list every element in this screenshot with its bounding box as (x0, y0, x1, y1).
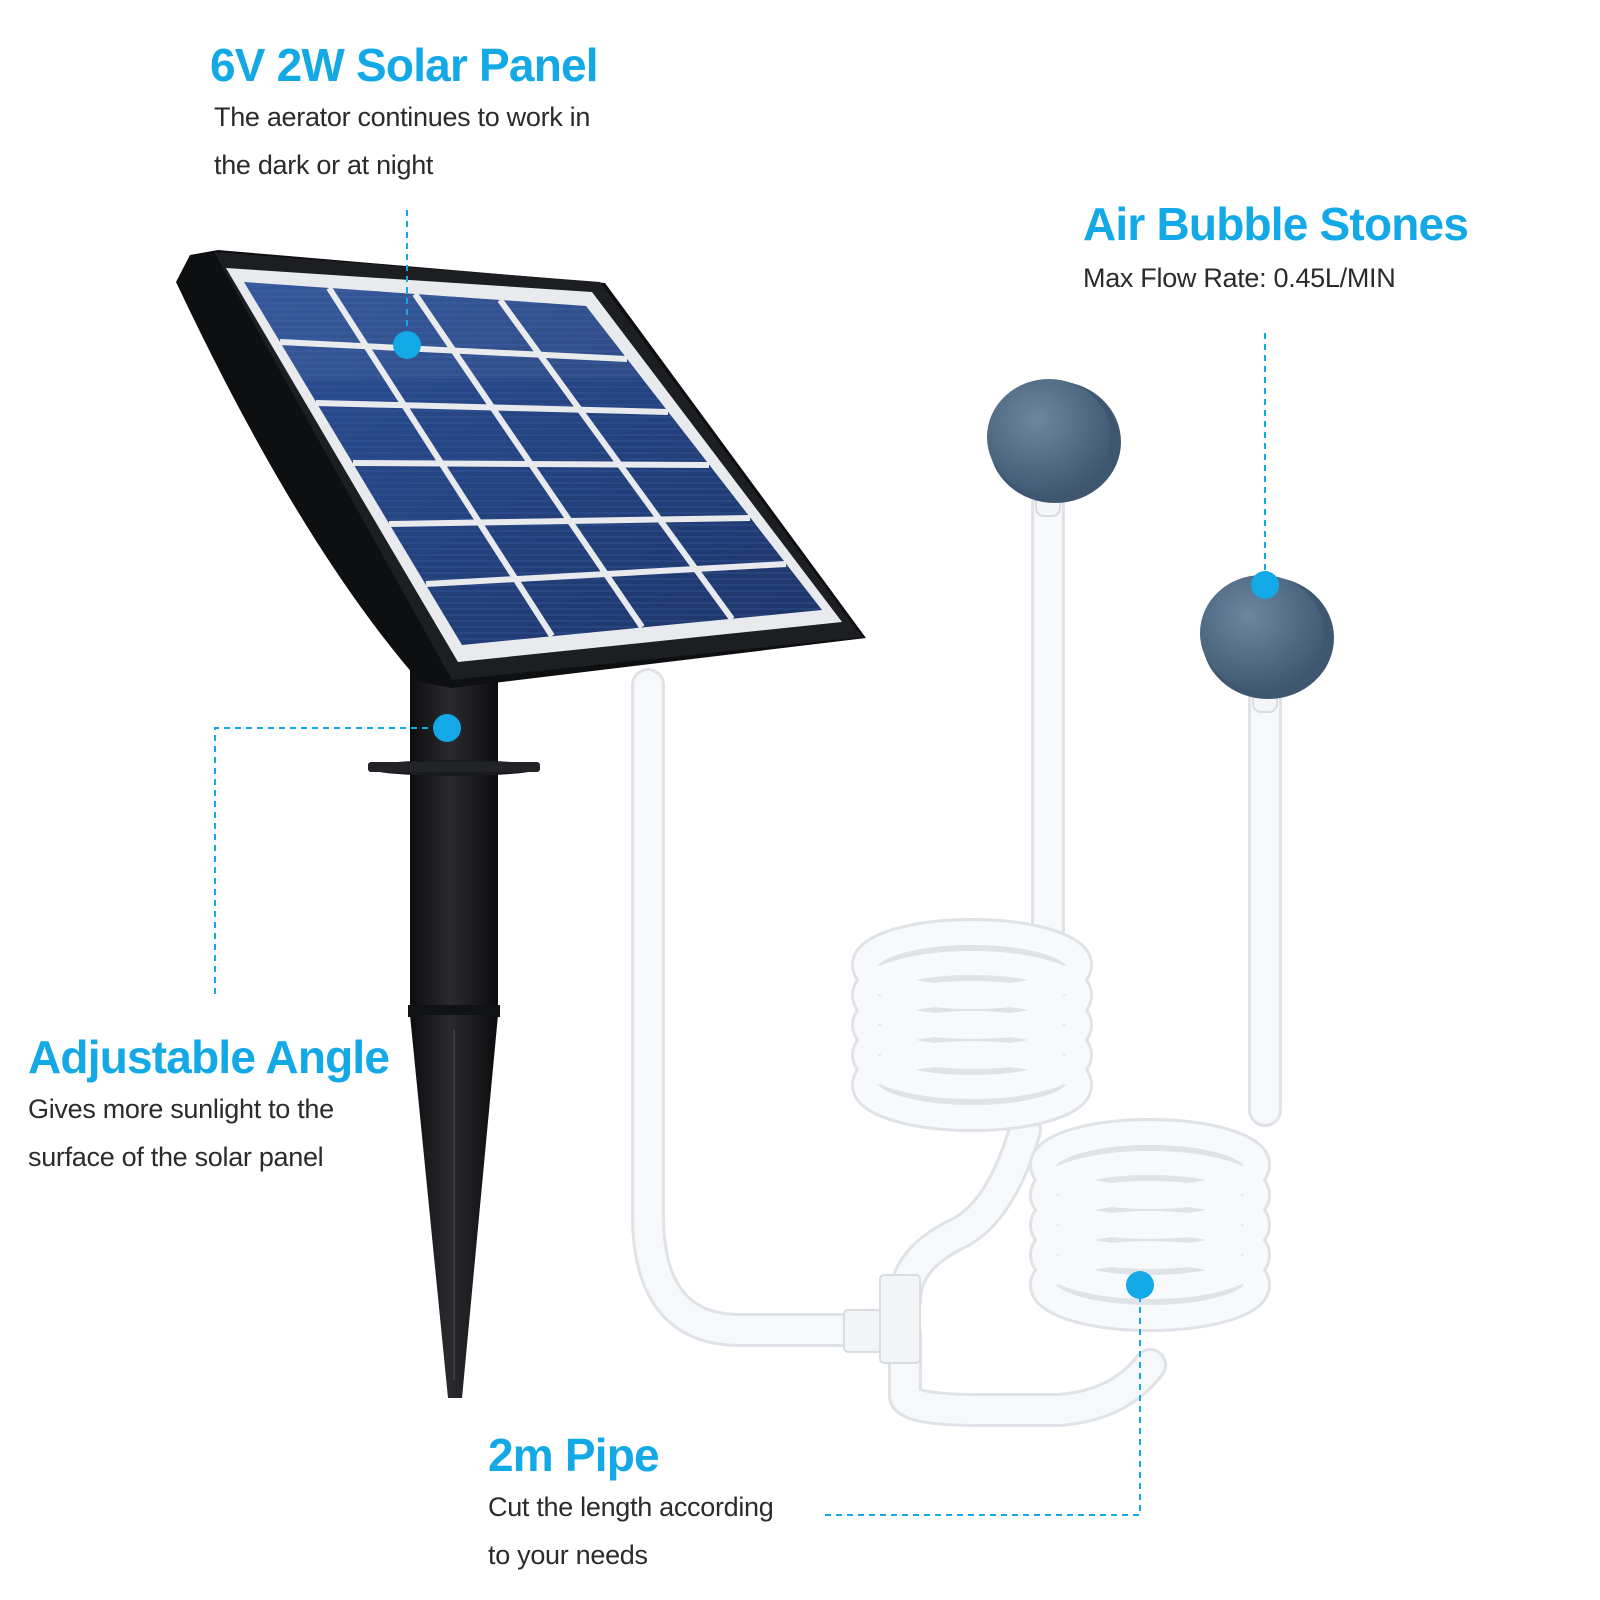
angle-marker-dot (433, 714, 461, 742)
air-tube (631, 488, 1282, 1427)
solar-panel-desc-line1: The aerator continues to work in (214, 102, 591, 133)
t-connector (843, 1274, 921, 1364)
callout-air-stones: Air Bubble Stones Max Flow Rate: 0.45L/M… (1083, 197, 1553, 302)
tube-coil-2 (1029, 1118, 1271, 1332)
ground-stake (368, 650, 540, 1398)
adjustable-angle-title: Adjustable Angle (28, 1031, 390, 1083)
air-stone-1 (987, 379, 1121, 517)
panel-marker-dot (393, 331, 421, 359)
tube-coil-1 (851, 918, 1093, 1132)
solar-panel-title: 6V 2W Solar Panel (210, 39, 599, 91)
solar-panel-desc-line2: the dark or at night (214, 150, 434, 181)
callout-adjustable-angle: Adjustable Angle Gives more sunlight to … (28, 1030, 428, 1181)
air-stones-title: Air Bubble Stones (1083, 198, 1469, 250)
pipe-title: 2m Pipe (488, 1429, 660, 1481)
pipe-desc-line2: to your needs (488, 1540, 648, 1571)
callout-pipe: 2m Pipe Cut the length according to your… (488, 1428, 868, 1579)
solar-panel (176, 250, 866, 688)
pipe-marker-dot (1126, 1271, 1154, 1299)
marker-dots (393, 331, 1279, 1299)
callout-solar-panel: 6V 2W Solar Panel The aerator continues … (210, 38, 670, 189)
air-stone-2 (1200, 575, 1334, 713)
adjustable-angle-desc-line1: Gives more sunlight to the (28, 1094, 334, 1125)
leader-lines (214, 210, 1266, 1516)
stone-marker-dot (1251, 571, 1279, 599)
pipe-desc-line1: Cut the length according (488, 1492, 774, 1523)
air-stones-desc: Max Flow Rate: 0.45L/MIN (1083, 263, 1396, 294)
adjustable-angle-desc-line2: surface of the solar panel (28, 1142, 324, 1173)
